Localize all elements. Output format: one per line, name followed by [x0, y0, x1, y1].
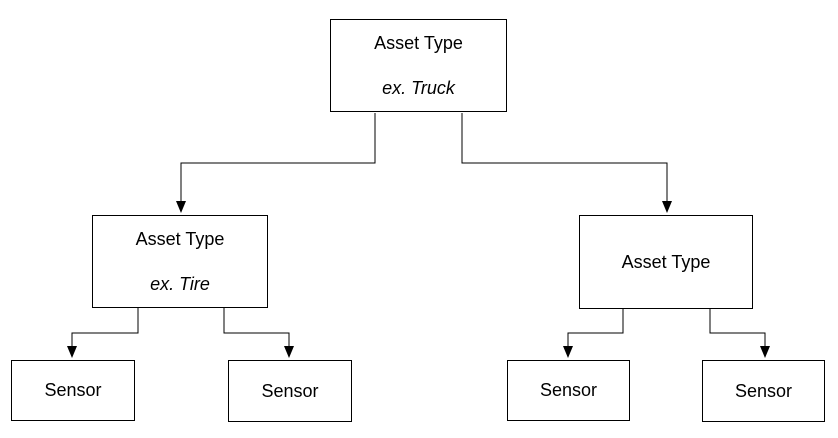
node-label: Asset Type: [135, 228, 225, 249]
edge-right-child-to-sensor-4: [709, 309, 770, 358]
node-label: Sensor: [44, 380, 102, 400]
node-sensor-4: Sensor: [702, 360, 825, 422]
node-label: Asset Type: [374, 32, 463, 53]
node-example-label: ex. Truck: [382, 77, 455, 98]
edge-right-child-to-sensor-3: [563, 309, 624, 358]
node-label: Asset Type: [621, 251, 711, 272]
node-sensor-2: Sensor: [228, 360, 352, 422]
edge-root-to-left-child: [176, 113, 376, 213]
node-label: Sensor: [261, 380, 319, 401]
node-label: Sensor: [539, 380, 598, 400]
edge-left-child-to-sensor-1: [67, 308, 139, 358]
node-sensor-1: Sensor: [11, 360, 135, 421]
node-label: Sensor: [734, 380, 793, 401]
node-asset-type-right-child: Asset Type: [579, 215, 753, 309]
node-example-label: ex. Tire: [150, 273, 210, 294]
node-asset-type-left-child: Asset Type ex. Tire: [92, 215, 268, 308]
node-sensor-3: Sensor: [507, 360, 630, 421]
edge-left-child-to-sensor-2: [223, 308, 294, 358]
node-asset-type-root: Asset Type ex. Truck: [330, 19, 507, 112]
edge-root-to-right-child: [461, 113, 672, 213]
